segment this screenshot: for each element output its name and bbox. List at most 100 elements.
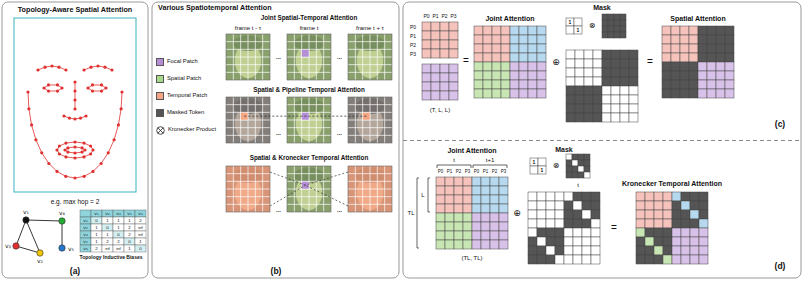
matrix-cell [102,245,113,252]
matrix-cell [481,231,490,240]
axis-label: P1 [432,14,438,19]
patch-grid [287,72,331,73]
matrix-cell [124,217,135,224]
patch-grid [262,166,263,212]
frame-background [226,34,270,80]
matrix-cell [690,255,699,264]
matrix-cell [422,73,431,82]
frame-label: frame t + τ [356,25,384,31]
matrix-cell [672,228,681,237]
patch-overlay [348,97,392,143]
matrix-value: 1 [139,239,141,243]
matrix-cell [671,26,680,35]
matrix-cell [440,49,449,58]
legend-swatch [156,92,164,100]
video-frame [226,166,270,212]
patch-grid [348,196,392,197]
matrix-cell [584,50,593,59]
matrix-cell [501,80,510,89]
matrix-cell [672,246,681,255]
matrix-cell [620,50,629,59]
matrix-cell [474,53,483,62]
matrix-cell [528,35,537,44]
matrix-cell [449,31,458,40]
matrix-cell [481,240,490,249]
matrix-cell [91,217,102,224]
matrix-cell [519,71,528,80]
legend-swatch [156,109,164,117]
matrix-cell [537,89,546,98]
matrix-cell [582,219,591,228]
matrix-cell [584,95,593,104]
matrix-cell [566,26,574,34]
matrix-cell [573,228,582,237]
matrix-cell [490,204,499,213]
matrix-cell [636,201,645,210]
bracket [428,178,430,212]
patch-overlay [226,97,270,143]
kronecker-link [305,185,348,206]
patch-grid [323,34,324,80]
landmark-dot [96,64,99,67]
patch-grid [226,196,270,197]
matrix-cell [135,224,146,231]
matrix-cell [620,14,626,20]
matrix-cell [681,201,690,210]
landmark-dot [66,151,69,154]
matrix-cell [528,237,537,246]
matrix-cell [602,26,608,32]
matrix-cell [602,77,611,86]
matrix-cell [472,195,481,204]
matrix-cell [690,210,699,219]
matrix-cell [572,172,578,178]
landmark-link [57,142,93,158]
landmark-dot [83,148,86,151]
matrix-cell [611,50,620,59]
graph-edge [26,220,40,253]
frame-background [348,97,392,143]
mask-matrix [528,192,600,264]
patch-grid [348,135,392,136]
matrix-value: 1 [95,232,97,236]
patch-grid [287,204,331,205]
matrix-cell [102,224,113,231]
matrix-cell [481,186,490,195]
matrix-cell [454,195,463,204]
matrix-cell [725,62,734,71]
bracket [417,178,419,248]
patch-grid [255,34,256,80]
matrix-cell [602,14,608,20]
matrix-cell [584,154,590,160]
matrix-value: 2 [117,239,119,243]
matrix-cell [454,222,463,231]
matrix-header: v₅ [138,211,142,215]
matrix-cell [636,228,645,237]
matrix-cell [519,35,528,44]
frame-background [348,34,392,80]
matrix-cell [699,192,708,201]
matrix-cell [662,80,671,89]
matrix-cell [662,53,671,62]
landmark-dot [73,89,76,92]
matrix-cell [436,195,445,204]
patch-overlay [287,97,331,143]
patch-overlay [287,166,331,212]
matrix-cell [663,219,672,228]
matrix-value: 1 [128,218,130,222]
matrix-cell [499,204,508,213]
matrix-cell [645,255,654,264]
matrix-cell [474,62,483,71]
matrix-cell [436,186,445,195]
matrix-cell [620,26,626,32]
operator: ⊕ [513,209,521,218]
landmark-dot [91,89,94,92]
patch-overlay [348,166,392,212]
panel-border [403,2,801,278]
axis-label: P3 [410,51,416,56]
matrix-cell [537,71,546,80]
landmark-dot [68,117,71,120]
axis-label: P3 [501,170,507,175]
matrix-header: v₅ [83,246,87,250]
matrix-value: 0 [117,232,119,236]
patch-grid [377,97,378,143]
